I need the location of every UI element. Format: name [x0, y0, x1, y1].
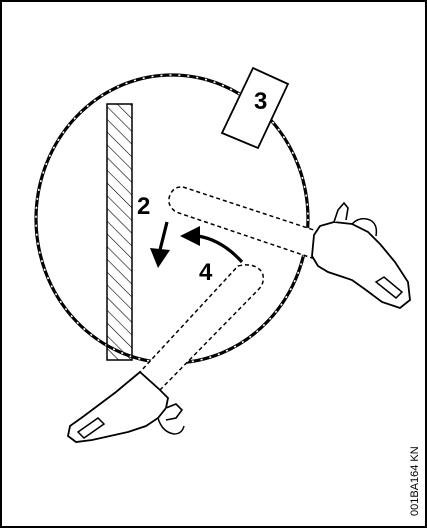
chainsaw-lower [67, 264, 265, 443]
label-second-cut: 4 [199, 259, 213, 286]
label-first-cut: 2 [137, 193, 150, 220]
chainsaw-upper [168, 186, 411, 310]
arrow-2 [150, 221, 170, 268]
figure-code: 001BA164 KN [409, 446, 421, 516]
label-wedge: 3 [254, 88, 267, 115]
arrow-4 [180, 226, 244, 264]
wedge [220, 66, 290, 150]
hatched-strip [106, 103, 133, 361]
